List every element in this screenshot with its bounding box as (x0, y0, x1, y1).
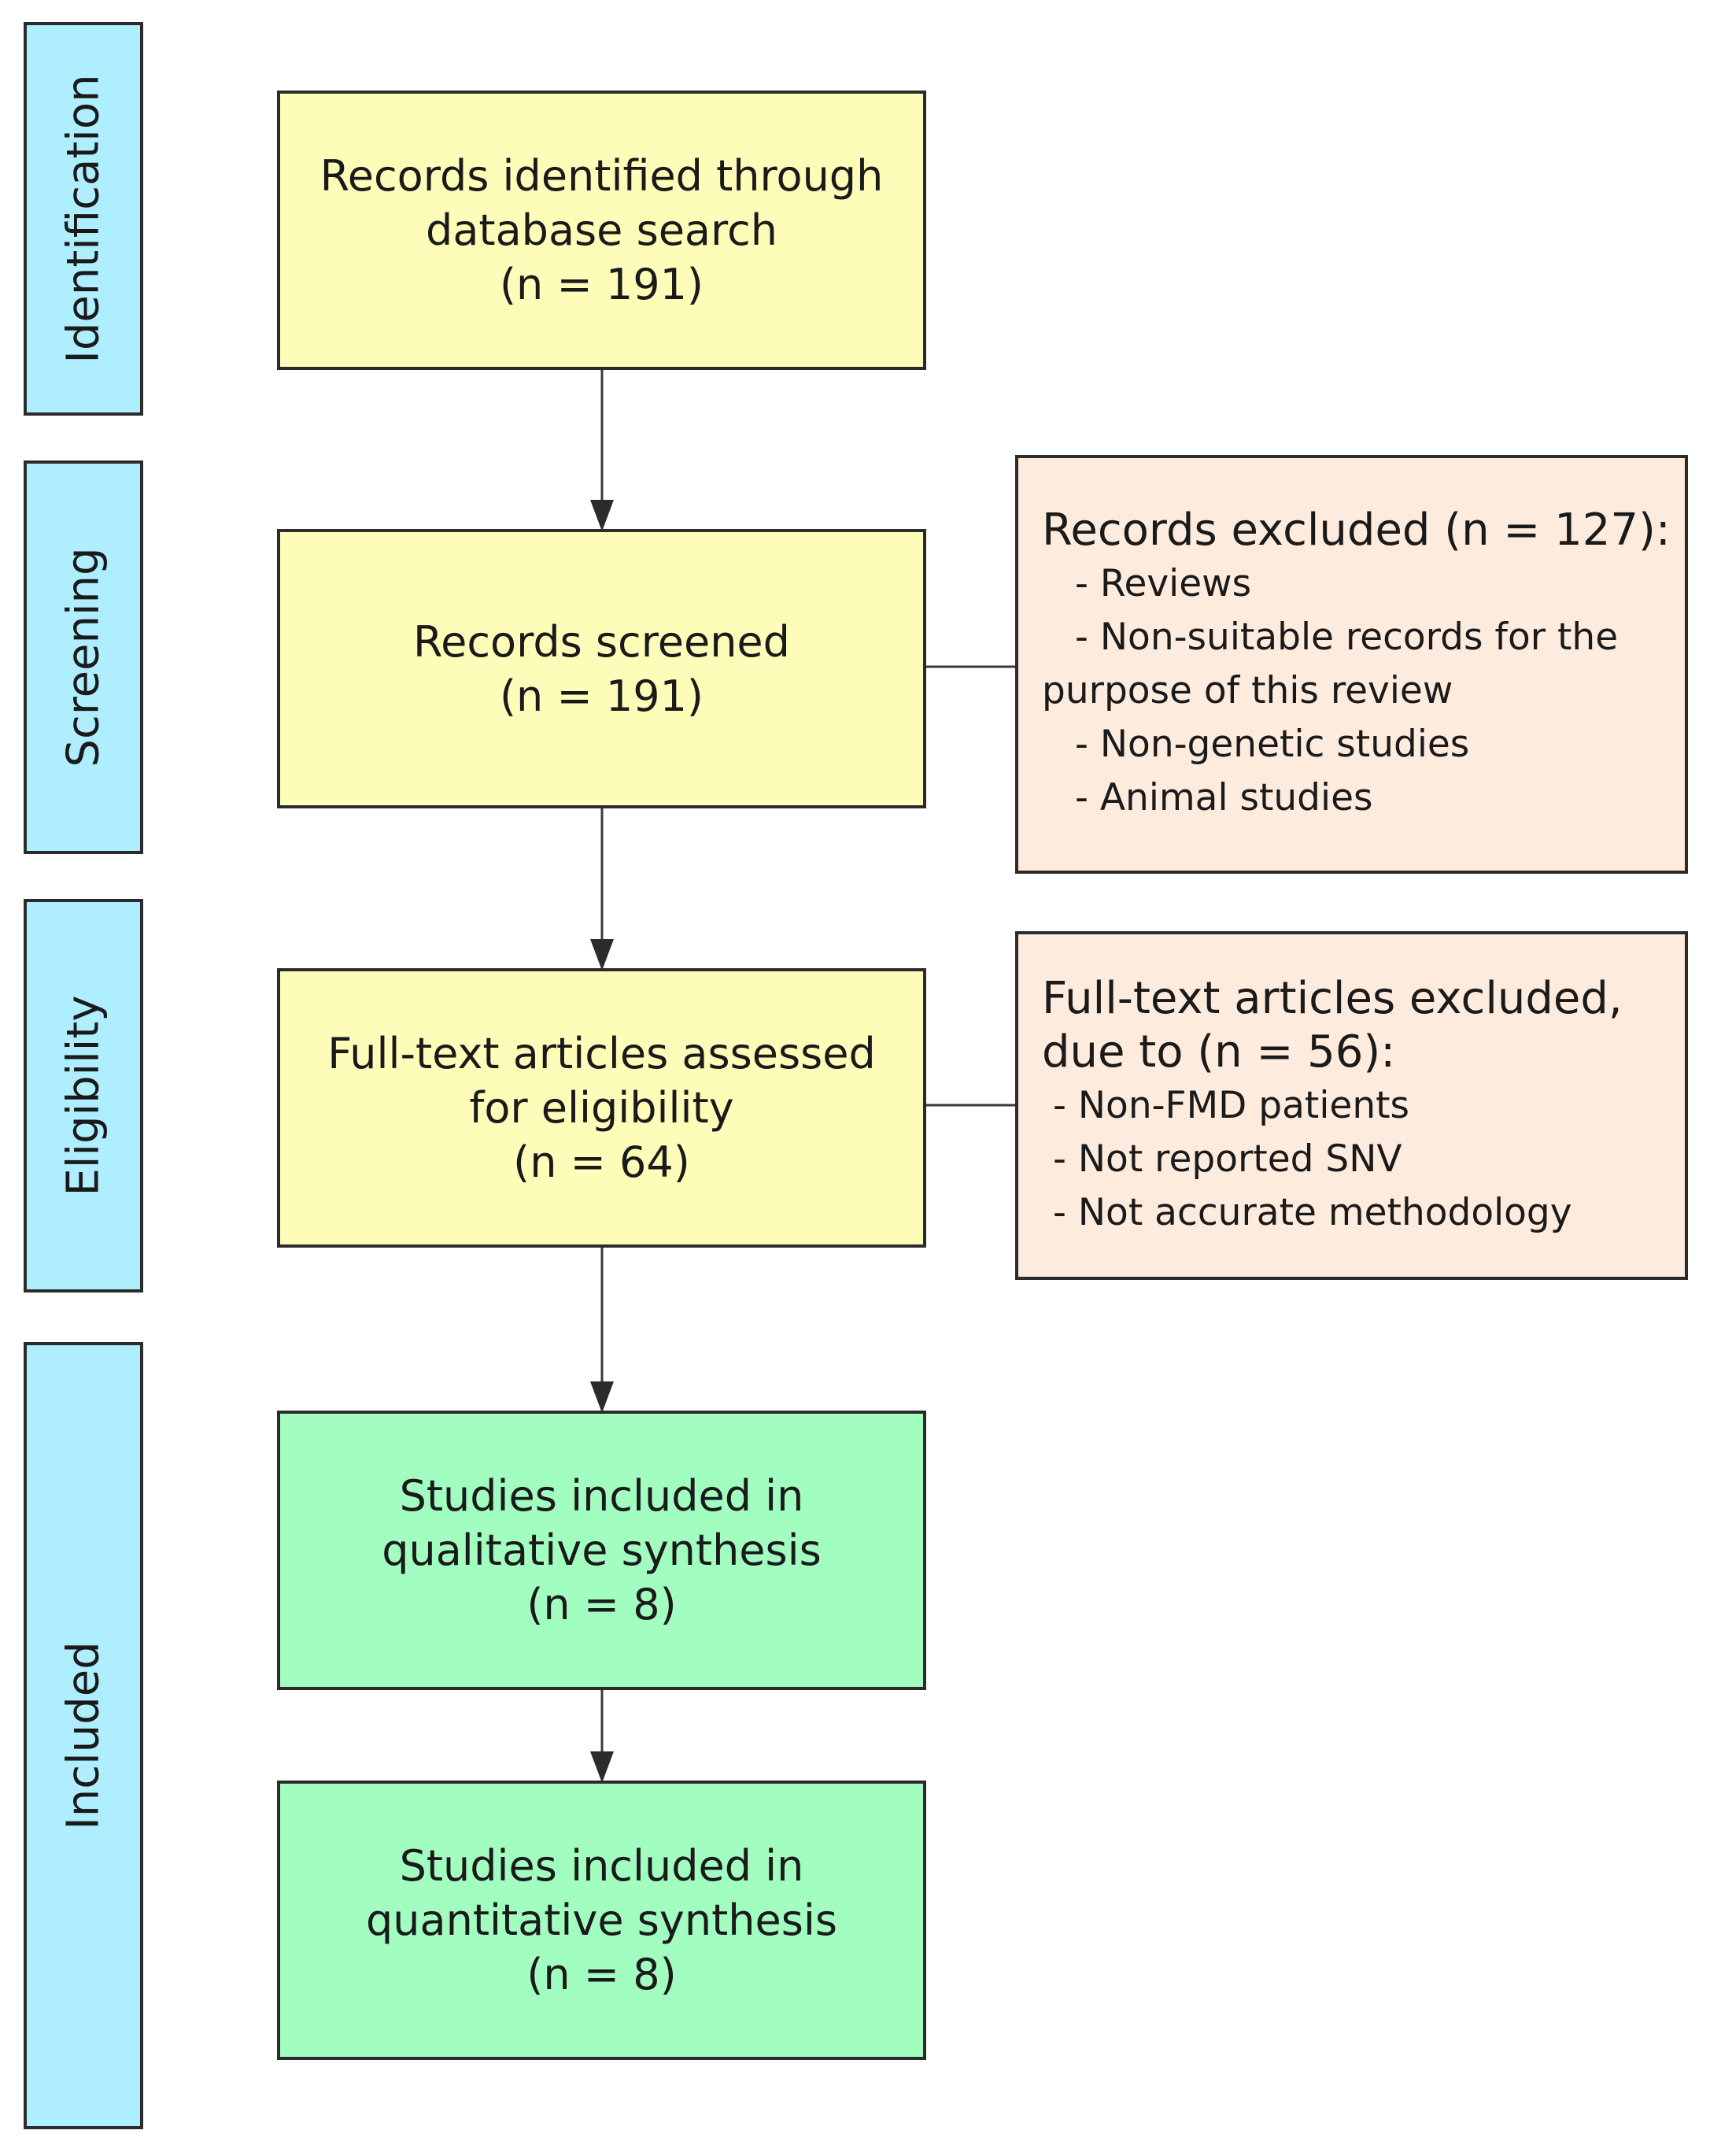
box-line: quantitative synthesis (366, 1895, 837, 1945)
fulltext-excluded-item: - Not accurate methodology (1053, 1190, 1572, 1234)
box-line: database search (426, 205, 777, 255)
box-records-excluded: Records excluded (n = 127): - Reviews - … (1015, 455, 1688, 874)
box-line: Studies included in (399, 1471, 804, 1521)
box-line: Records screened (413, 616, 790, 667)
stage-eligibility: Eligibility (24, 899, 143, 1292)
excluded-item: - Non-genetic studies (1075, 723, 1470, 766)
box-count: (n = 191) (499, 260, 704, 309)
box-count: (n = 8) (526, 1580, 677, 1629)
excluded-item: - Reviews (1075, 562, 1252, 605)
box-count: (n = 64) (513, 1137, 690, 1187)
arrowhead-screened (590, 500, 614, 531)
fulltext-excluded-heading: Full-text articles excluded, (1042, 972, 1623, 1024)
box-qualitative-synthesis: Studies included in qualitative synthesi… (277, 1411, 926, 1690)
excluded-item: purpose of this review (1042, 669, 1453, 712)
stage-screening: Screening (24, 460, 143, 854)
stage-included: Included (24, 1342, 143, 2129)
box-quantitative-synthesis: Studies included in quantitative synthes… (277, 1781, 926, 2060)
fulltext-excluded-item: - Not reported SNV (1053, 1137, 1402, 1181)
excluded-item: - Non-suitable records for the (1075, 616, 1619, 659)
box-line: Full-text articles assessed (327, 1029, 876, 1078)
arrowhead-quantitative (590, 1751, 614, 1783)
box-fulltext-excluded: Full-text articles excluded, due to (n =… (1015, 931, 1688, 1280)
stage-identification: Identification (24, 22, 143, 416)
fulltext-excluded-item: - Non-FMD patients (1053, 1083, 1410, 1127)
box-line: Records identified through (319, 151, 884, 201)
excluded-heading: Records excluded (n = 127): (1042, 505, 1671, 556)
box-records-identified: Records identified through database sear… (277, 91, 926, 370)
box-records-screened: Records screened (n = 191) (277, 529, 926, 808)
arrowhead-fulltext (590, 939, 614, 971)
box-line: for eligibility (469, 1083, 734, 1133)
excluded-item: - Animal studies (1075, 776, 1373, 819)
box-count: (n = 191) (499, 671, 704, 721)
arrowhead-qualitative (590, 1381, 614, 1413)
box-line: Studies included in (399, 1841, 804, 1891)
box-fulltext-assessed: Full-text articles assessed for eligibil… (277, 968, 926, 1248)
box-count: (n = 8) (526, 1950, 677, 1999)
fulltext-excluded-heading: due to (n = 56): (1042, 1026, 1396, 1078)
box-line: qualitative synthesis (382, 1525, 822, 1575)
